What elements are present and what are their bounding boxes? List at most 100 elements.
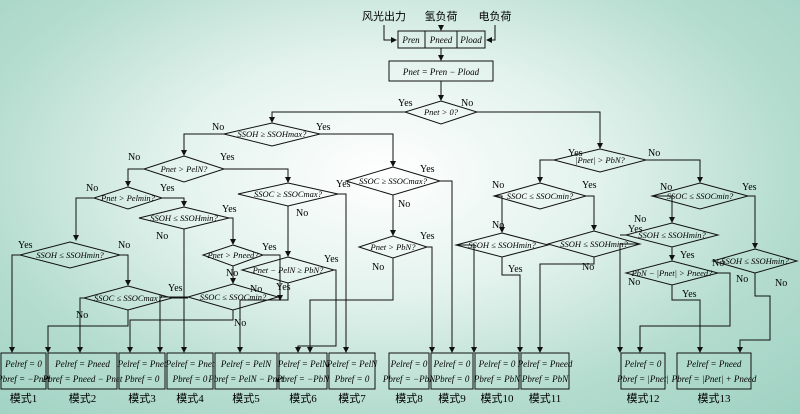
label-pnet-equation: Pnet = Pren − Pload [402,67,480,77]
mode-3-line2: Pbref = 0 [124,374,160,384]
mode-10-label: 模式10 [481,392,514,405]
cond-soc-max-c: SSOC ≤ SSOCmax? [94,293,163,303]
mode-4-line1: Pelref = Pnet [165,359,215,369]
cond-soh-min-e: SSOH ≤ SSOHmin? [638,230,706,240]
cond-soh-min-c: SSOH ≤ SSOHmin? [468,240,536,250]
mode-8-line1: Pelref = 0 [390,359,428,369]
decision-pnet-eln [142,155,226,183]
mode-13-line2: Pbref = |Pnet| + Pneed [671,374,757,384]
soh-min-b-no: No [118,240,130,251]
mode-5-line2: Pbref = PelN − Pnet [207,374,284,384]
soc-min-a-yes: Yes [276,282,291,293]
soh-min-a-yes: Yes [222,204,237,215]
edge-soh-max-yes [320,133,396,167]
pabs-bn-yes: Yes [568,148,583,159]
edge-pnet-need-yes [263,254,283,301]
cond-pabs-bn: |Pnet| > PbN? [575,155,625,165]
mode-12-label: 模式12 [627,392,660,405]
mode-11-line1: Pelref = Pneed [517,359,573,369]
cond-pbn-cmp: PbN − |Pnet| > Pneed? [631,268,714,278]
edge-soc-min-c-no [652,195,675,223]
soh-min-f-no-b: No [736,274,748,285]
mode-8-line2: Pbref = −PbN [382,374,436,384]
edge-soh-min-a-yes [229,217,236,245]
mode-6-label: 模式6 [289,392,317,405]
cond-pnet-positive: Pnet > 0? [423,107,459,117]
edge-pnet-bn-no [307,258,394,353]
mode-box-3 [118,352,166,390]
mode-box-10 [474,352,520,390]
cond-soc-max-b: SSOC ≥ SSOCmax? [359,176,428,186]
pnet-elmin-no: No [86,183,98,194]
soh-min-e-yes: Yes [680,250,695,261]
mode-box-6 [278,352,328,390]
edge-soc-max-c-no [77,297,84,353]
soc-max-c-no: No [76,310,88,321]
mode-2-label: 模式2 [69,392,97,405]
edge-pabs-bn-yes [537,159,554,183]
edge-soc-max-b-yes [440,180,455,353]
mode-10-line1: Pelref = 0 [478,359,516,369]
mode-box-8 [388,352,430,390]
edge-soh-min-d-yes [617,243,640,353]
soh-max-no: No [212,122,224,133]
pnet-need-yes: Yes [262,242,277,253]
soh-min-c-no: No [492,220,504,231]
cond-soc-min-c: SSOC ≤ SSOCmin? [667,191,734,201]
soh-min-c-yes: Yes [508,264,523,275]
edge-pnet-elmin-yes [162,197,187,207]
mode-6-line1: Pelref = PelN [277,359,329,369]
decision-soh-min-b [18,241,122,269]
mode-5-label: 模式5 [232,392,260,405]
mode-9-label: 模式9 [438,392,466,405]
mode-1-label: 模式1 [10,392,38,405]
arrow-el-to-pload [486,25,496,43]
edge-soc-min-c-yes [748,195,758,249]
mode-box-13 [676,352,752,390]
decision-soc-min-c [650,182,750,210]
mode-7-label: 模式7 [338,392,366,405]
edge-soc-min-a-yes [157,296,188,353]
pnet-bn-no: No [372,262,384,273]
mode-9-line2: Pbref = 0 [434,374,470,384]
decision-soc-min-b [492,182,588,210]
mode-11-line2: Pbref = PbN [521,374,569,384]
label-pren: Pren [401,35,420,45]
mode-box-5 [214,352,278,390]
pbn-cmp-no-left: No [628,277,640,288]
pbn-cmp-no: No [712,258,724,269]
mode-box-9 [430,352,474,390]
edge-soh-min-b-no [120,254,131,286]
mode-2-line1: Pelref = Pneed [54,359,110,369]
edge-soh-min-d-no [537,257,595,353]
mode-7-line2: Pbref = 0 [334,374,370,384]
mode-5-line1: Pelref = PelN [220,359,272,369]
root-no: No [461,98,473,109]
cond-soh-max: SSOH ≥ SSOHmax? [238,129,308,139]
mode-box-11 [520,352,570,390]
edge-root-no [477,111,603,149]
soc-min-b-no: No [492,180,504,191]
cond-diff-bn: Pnet − PelN ≥ PbN? [252,265,325,275]
edge-soc-min-b-no [494,195,505,233]
mode-4-label: 模式4 [176,392,204,405]
diff-bn-yes: Yes [324,254,339,265]
edge-soh-min-f [737,273,771,353]
mode-3-line1: Pelref = Pnet [117,359,167,369]
edge-pabs-bn-no [646,159,703,183]
mode-13-label: 模式13 [698,392,731,405]
soc-min-b-yes: Yes [582,180,597,191]
mode-3-label: 模式3 [128,392,156,405]
mode-6-line2: Pbref = −PbN [276,374,330,384]
edge-diff-bn-no [237,283,289,353]
edge-pnet-bn-yes [427,246,435,353]
diff-bn-no: No [250,284,262,295]
mode-4-line2: Pbref = 0 [172,374,208,384]
cond-soh-min-d: SSOH ≤ SSOHmin? [560,239,628,249]
decision-pnet-positive [403,100,479,125]
edge-soc-max-a-yes [338,193,349,353]
soc-max-b-yes: Yes [420,164,435,175]
soc-max-a-yes: Yes [336,179,351,190]
